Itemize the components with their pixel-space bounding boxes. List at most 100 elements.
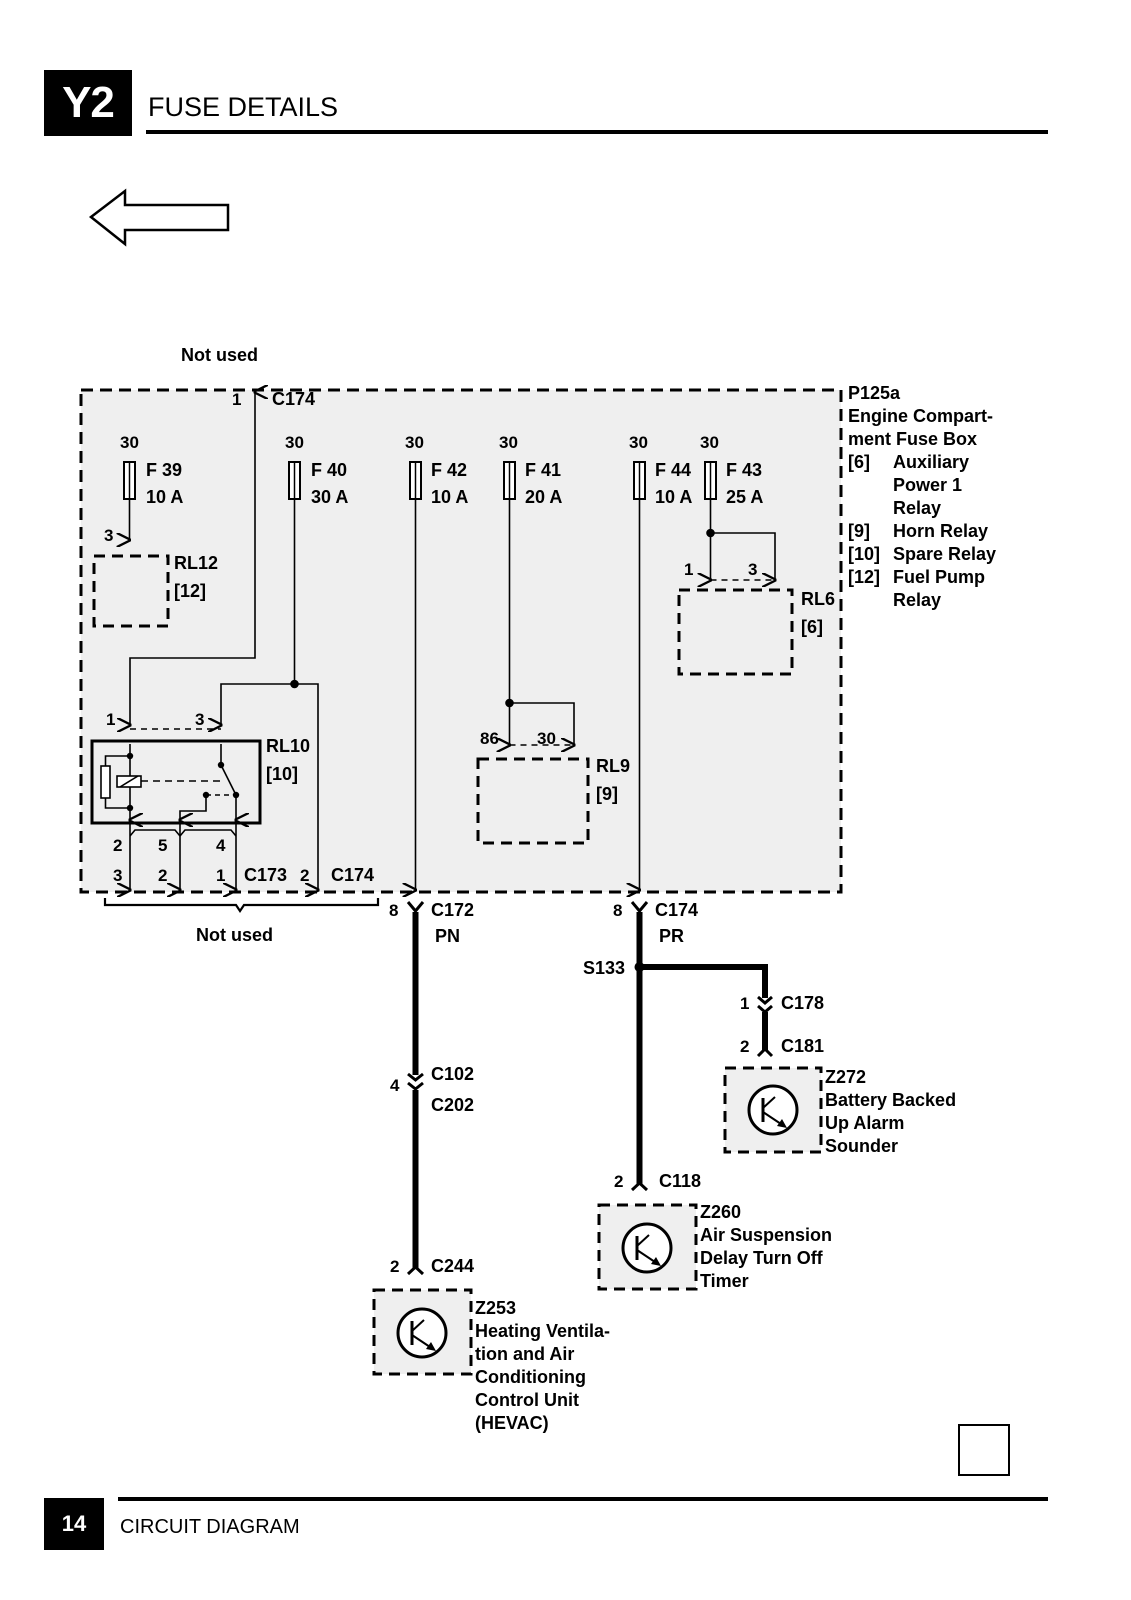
legend-9-line1: Horn Relay — [893, 521, 988, 541]
header-rule — [146, 130, 1048, 134]
rl10-pin-2: 2 — [113, 836, 122, 855]
f39-pin-30: 30 — [120, 433, 139, 452]
relay-rl9-id: RL9 — [596, 756, 630, 776]
relay-rl9-ref: [9] — [596, 784, 618, 804]
rl6-pin-3: 3 — [748, 560, 757, 579]
f41-pin-30: 30 — [499, 433, 518, 452]
c174-lower-label: C174 — [331, 865, 374, 885]
not-used-top-label: Not used — [181, 345, 258, 365]
fuse-f39-rating: 10 A — [146, 487, 183, 507]
rl10-pin-3: 3 — [195, 710, 204, 729]
rl10-pin-5: 5 — [158, 836, 167, 855]
c102-pin-4: 4 — [390, 1076, 400, 1095]
fuse-f40-id: F 40 — [311, 460, 347, 480]
c178-label: C178 — [781, 993, 824, 1013]
c172-pin-8: 8 — [389, 901, 398, 920]
c181-pin-2: 2 — [740, 1037, 749, 1056]
relay-rl12-box — [92, 554, 170, 628]
legend-12-line2: Relay — [893, 590, 941, 610]
f40-pin-30: 30 — [285, 433, 304, 452]
c174-harness-pin-8: 8 — [613, 901, 622, 920]
internal-wiring — [130, 392, 776, 890]
f42-pin-30: 30 — [405, 433, 424, 452]
fuse-f42-rating: 10 A — [431, 487, 468, 507]
corner-box — [958, 1424, 1010, 1476]
legend-6-line2: Power 1 — [893, 475, 962, 495]
c202-label: C202 — [431, 1095, 474, 1115]
external-harness — [412, 912, 768, 1268]
z253-id: Z253 — [475, 1298, 516, 1318]
not-used-brace — [103, 898, 380, 913]
z272-id: Z272 — [825, 1067, 866, 1087]
fuse-f39 — [123, 461, 136, 500]
z260-line3: Timer — [700, 1271, 749, 1291]
c174-lower-pin-2: 2 — [300, 866, 309, 885]
legend-6-line3: Relay — [893, 498, 941, 518]
legend-12-line1: Fuel Pump — [893, 567, 985, 587]
fuse-f43 — [704, 461, 717, 500]
c173-pin-1: 1 — [216, 866, 225, 885]
fuse-box-id: P125a — [848, 383, 901, 403]
fuse-f42 — [409, 461, 422, 500]
fuse-f44-rating: 10 A — [655, 487, 692, 507]
z272-line3: Sounder — [825, 1136, 898, 1156]
relay-rl10-ref: [10] — [266, 764, 298, 784]
legend-10-line1: Spare Relay — [893, 544, 996, 564]
component-z253 — [372, 1288, 473, 1376]
z260-line1: Air Suspension — [700, 1225, 832, 1245]
component-z260 — [597, 1203, 698, 1291]
page-title: FUSE DETAILS — [148, 92, 339, 122]
fuse-f41-rating: 20 A — [525, 487, 562, 507]
page-number: 14 — [44, 1498, 104, 1550]
relay-rl6-ref: [6] — [801, 617, 823, 637]
relay-rl10-id: RL10 — [266, 736, 310, 756]
c102-label: C102 — [431, 1064, 474, 1084]
f43-pin-30: 30 — [700, 433, 719, 452]
left-arrow-icon[interactable] — [88, 188, 230, 247]
legend-6-line1: Auxiliary — [893, 452, 969, 472]
wire-color-pr: PR — [659, 926, 684, 946]
fuse-f40 — [288, 461, 301, 500]
section-badge: Y2 — [44, 70, 132, 136]
c173-pin-2: 2 — [158, 866, 167, 885]
c174-top-pin: 1 — [232, 390, 241, 409]
splice-s133 — [634, 962, 645, 972]
rl6-pin-1: 1 — [684, 560, 693, 579]
z272-line1: Battery Backed — [825, 1090, 956, 1110]
rl10-pin-1: 1 — [106, 710, 115, 729]
not-used-bottom-label: Not used — [196, 925, 273, 945]
fuse-f43-id: F 43 — [726, 460, 762, 480]
fuse-f41 — [503, 461, 516, 500]
f44-pin-30: 30 — [629, 433, 648, 452]
c181-label: C181 — [781, 1036, 824, 1056]
fuse-f40-rating: 30 A — [311, 487, 348, 507]
legend-ref-9: [9] — [848, 521, 870, 541]
legend-ref-6: [6] — [848, 452, 870, 472]
relay-rl6-box — [677, 588, 794, 676]
c118-label: C118 — [659, 1171, 701, 1191]
fuse-f42-id: F 42 — [431, 460, 467, 480]
legend-ref-10: [10] — [848, 544, 880, 564]
splice-s133-label: S133 — [583, 958, 625, 978]
fuse-f43-rating: 25 A — [726, 487, 763, 507]
c118-pin-2: 2 — [614, 1172, 623, 1191]
fuse-f39-id: F 39 — [146, 460, 182, 480]
fuse-f41-id: F 41 — [525, 460, 561, 480]
wire-color-pn: PN — [435, 926, 460, 946]
c244-pin-2: 2 — [390, 1257, 399, 1276]
z253-line1: Heating Ventila- — [475, 1321, 610, 1341]
relay-rl12-id: RL12 — [174, 553, 218, 573]
c244-label: C244 — [431, 1256, 474, 1276]
c173-pin-3: 3 — [113, 866, 122, 885]
rl12-pin-3: 3 — [104, 526, 113, 545]
z260-id: Z260 — [700, 1202, 741, 1222]
z253-line3: Conditioning — [475, 1367, 586, 1387]
fuse-f44-id: F 44 — [655, 460, 691, 480]
relay-rl6-id: RL6 — [801, 589, 835, 609]
rl9-pin-30: 30 — [537, 729, 556, 748]
z272-line2: Up Alarm — [825, 1113, 904, 1133]
c173-label: C173 — [244, 865, 287, 885]
c174-top-label: C174 — [272, 389, 315, 409]
